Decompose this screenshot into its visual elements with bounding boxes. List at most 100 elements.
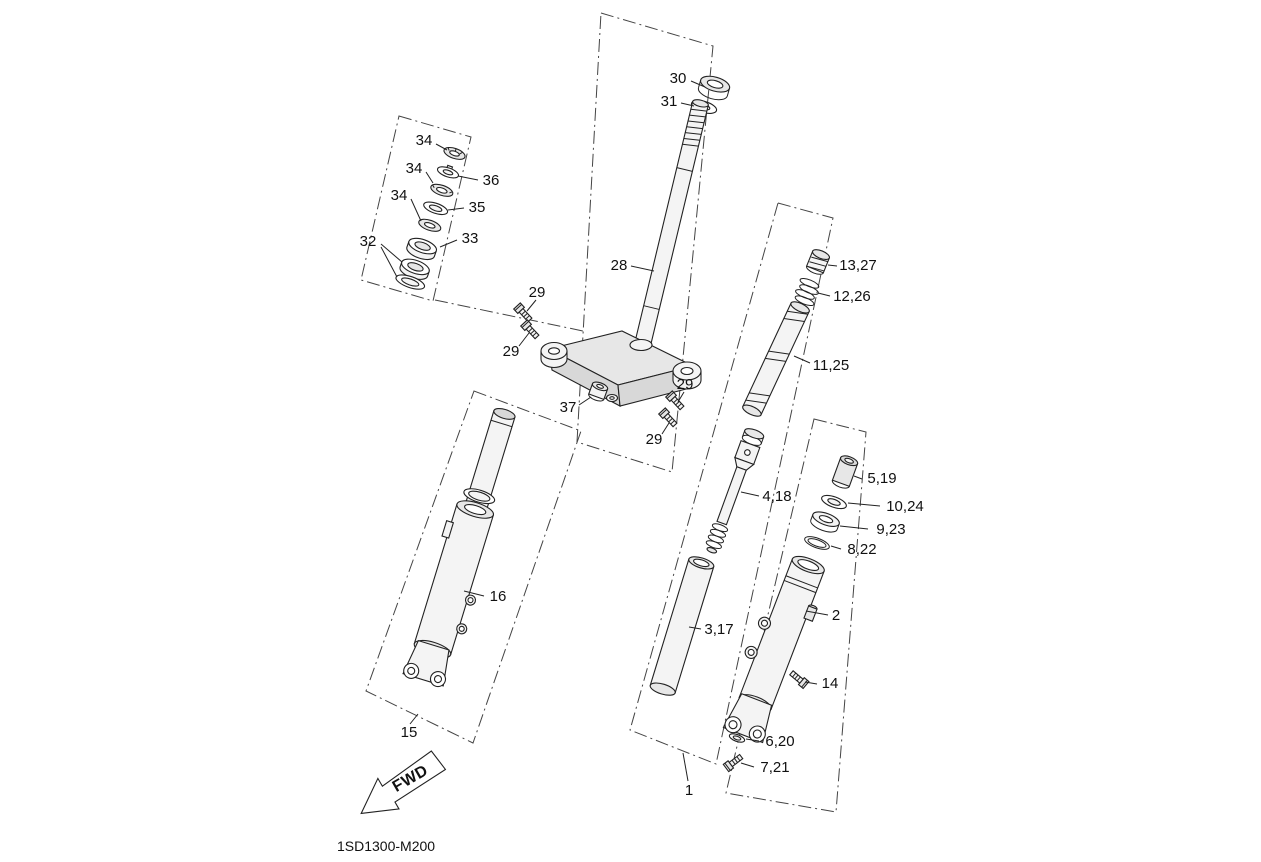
leader-line: [740, 491, 760, 497]
leader-line: [409, 713, 419, 725]
callout-10-24: 10,24: [847, 498, 924, 515]
callout-9-23: 9,23: [839, 521, 906, 538]
leader-line: [805, 610, 829, 616]
leader-line: [817, 292, 831, 297]
part-number-label: 34: [391, 187, 408, 204]
bearing-stack: [395, 146, 466, 290]
leader-line: [804, 681, 818, 685]
leader-line: [661, 422, 670, 435]
callout-34: 34: [406, 160, 434, 184]
damper-rod-part-4-18: [705, 428, 765, 554]
steering-stem-part-28: [634, 99, 709, 346]
callout-7-21: 7,21: [740, 759, 790, 776]
callout-32: 32: [360, 233, 403, 278]
leader-line: [839, 525, 869, 530]
leader-line: [578, 396, 592, 406]
outer-tube-part-2: [722, 555, 825, 744]
callout-14: 14: [804, 675, 838, 692]
phantom-box-fork-internals: [629, 202, 834, 765]
fork-spring-part-11-25: [742, 301, 810, 417]
callout-12-26: 12,26: [817, 288, 871, 305]
callout-1: 1: [682, 752, 693, 799]
pinch-bolt-part-29: [520, 319, 541, 341]
callout-34: 34: [391, 187, 422, 222]
leader-line: [518, 332, 530, 347]
part-number-label: 7,21: [760, 759, 789, 776]
gasket-part-6-20: [728, 733, 746, 743]
part-number-label: 8,22: [847, 541, 876, 558]
leader-line: [690, 80, 706, 88]
callout-29: 29: [677, 376, 694, 403]
cap-bolt-part-13-27: [805, 249, 831, 275]
part-number-label: 16: [490, 588, 507, 605]
drain-bolt-part-7-21: [722, 752, 745, 773]
callout-28: 28: [611, 257, 655, 274]
callout-4-18: 4,18: [740, 488, 792, 505]
part-number-label: 13,27: [839, 257, 877, 274]
callout-37: 37: [560, 396, 592, 416]
retaining-clip-part-8-22: [804, 536, 830, 550]
leader-line: [688, 626, 702, 630]
leader-line: [380, 246, 398, 278]
damper-tube-part-3-17: [649, 556, 715, 696]
leader-line: [463, 590, 485, 597]
part-number-label: 1: [685, 782, 693, 799]
fork-cap-left: [493, 407, 516, 420]
callout-36: 36: [457, 172, 499, 189]
callout-35: 35: [447, 199, 486, 216]
seal-spacer-part-10-24: [821, 494, 847, 510]
part-number-label: 35: [469, 199, 486, 216]
clamp-tab: [441, 520, 455, 539]
leader-line: [793, 355, 811, 364]
slide-bush-part-5-19: [831, 455, 859, 489]
damper-bush-part-37: [588, 381, 609, 402]
cap-nut-part-30: [697, 75, 731, 101]
hose-guide-boss: [803, 605, 818, 622]
callout-16: 16: [463, 588, 507, 605]
part-number-label: 37: [560, 399, 577, 416]
part-number-label: 6,20: [765, 733, 794, 750]
part-number-label: 34: [406, 160, 423, 177]
callout-13-27: 13,27: [827, 257, 877, 274]
pinch-bolt-part-29: [513, 302, 534, 324]
part-number-label: 30: [670, 70, 687, 87]
part-number-label: 29: [677, 376, 694, 393]
part-number-label: 31: [661, 93, 678, 110]
leader-line: [526, 299, 537, 312]
part-number-label: 2: [832, 607, 840, 624]
leader-line: [380, 243, 403, 263]
fwd-arrow: FWD: [360, 750, 447, 815]
leader-line: [447, 207, 465, 211]
pinch-bolt-part-29: [658, 407, 679, 429]
outer-tube-left: [413, 503, 495, 656]
part-number-label: 28: [611, 257, 628, 274]
part-number-label: 5,19: [867, 470, 896, 487]
leader-line: [439, 239, 458, 248]
phantom-box-left-fork: [365, 390, 582, 744]
leader-line: [680, 102, 695, 107]
phantom-box-bearing-stack: [360, 115, 472, 302]
callout-15: 15: [401, 713, 419, 741]
oil-seal-part-9-23: [810, 511, 840, 533]
phantom-boxes: [360, 12, 867, 813]
leader-line: [435, 143, 448, 151]
leader-line: [677, 391, 685, 403]
diagram-code: 1SD1300-M200: [337, 838, 435, 854]
callout-34: 34: [416, 132, 448, 151]
leader-line: [682, 752, 689, 782]
part-number-label: 3,17: [704, 621, 733, 638]
callout-5-19: 5,19: [853, 470, 897, 487]
callout-29: 29: [503, 332, 530, 360]
part-number-label: 29: [646, 431, 663, 448]
leader-line: [830, 545, 842, 550]
leader-line: [425, 171, 434, 184]
part-number-label: 32: [360, 233, 377, 250]
leader-line: [745, 738, 760, 742]
part-number-label: 34: [416, 132, 433, 149]
part-number-label: 33: [462, 230, 479, 247]
callout-6-20: 6,20: [745, 733, 795, 750]
callout-33: 33: [439, 230, 479, 248]
part-number-label: 9,23: [876, 521, 905, 538]
